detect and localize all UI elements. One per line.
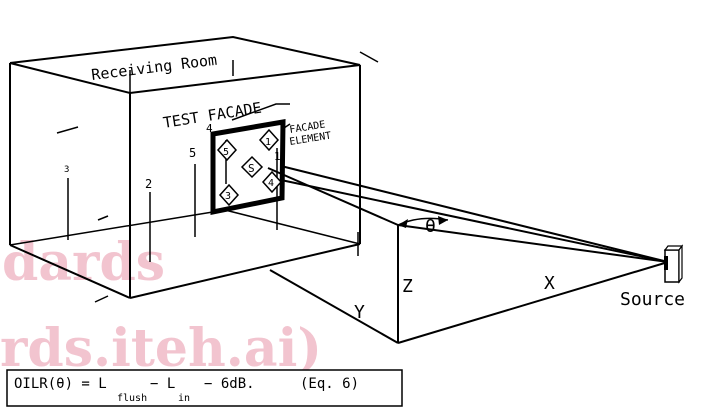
element-mark-top-left: 5 [216,138,238,162]
equation-ref: (Eq. 6) [300,376,359,392]
source-speaker [663,244,684,284]
receiving-room-box [9,35,379,303]
position-label-3: 3 [64,165,69,175]
angle-theta-label: θ [425,216,436,237]
position-label-1: 1 [274,150,281,163]
receiving-room-label: Receiving Room [90,51,218,84]
position-label-4: 4 [206,122,213,135]
equation-lhs: OILR(θ) = L [14,376,107,392]
element-mark-center: S [240,155,264,179]
svg-text:S: S [248,162,255,175]
axis-x-label: X [544,273,555,294]
element-mark-bottom-left: 3 [218,183,240,207]
watermark: dards rds.iteh.ai) [0,232,322,379]
axis-y-label: Y [354,302,365,323]
svg-text:4: 4 [268,178,274,189]
angle-theta: θ [397,216,449,237]
equation-sub-in: in [178,393,190,404]
equation-minus-2: − 6dB. [204,376,255,392]
watermark-line-2: rds.iteh.ai) [0,318,322,379]
position-label-5: 5 [189,146,196,160]
leader-lines [231,103,291,129]
svg-text:5: 5 [223,147,229,158]
element-mark-top-right: 1 [258,128,280,152]
svg-text:3: 3 [225,191,231,202]
source-label: Source [620,289,685,310]
element-mark-bottom-right: 4 [261,170,283,194]
source-geometry [267,165,669,344]
position-label-2: 2 [145,177,152,191]
facade-element-panel: 5 1 S 3 4 [210,119,286,216]
axis-z-label: Z [402,276,413,297]
mic-positions [67,140,278,262]
equation-minus-1: − L [150,376,175,392]
equation-box: OILR(θ) = L flush − L in − 6dB. (Eq. 6) [6,369,403,407]
equation-sub-flush: flush [117,393,147,404]
watermark-line-1: dards [2,232,165,293]
svg-text:1: 1 [265,137,271,148]
